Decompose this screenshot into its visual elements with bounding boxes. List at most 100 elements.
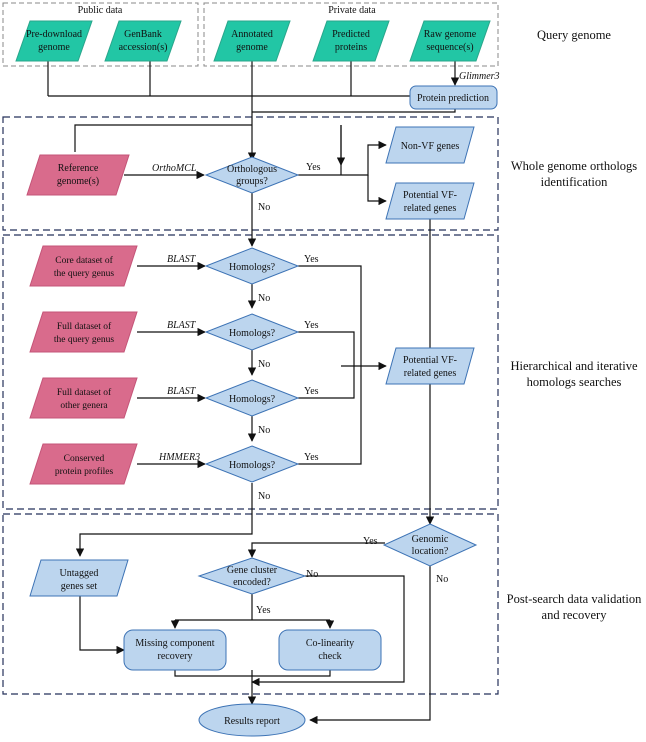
node-orthologous-groups: Orthologous groups? <box>204 156 300 194</box>
edge-label-no: No <box>258 202 270 213</box>
svg-text:Non-VF genes: Non-VF genes <box>401 141 460 152</box>
node-homologs-1: Homologs? <box>204 247 300 285</box>
tool-label-glimmer: Glimmer3 <box>459 71 500 82</box>
node-results-report: Results report <box>198 703 306 737</box>
svg-text:Untagged: Untagged <box>60 568 99 579</box>
node-genomic-location: Genomic location? <box>382 523 478 567</box>
svg-text:Reference: Reference <box>58 163 99 174</box>
svg-text:Annotated: Annotated <box>231 29 273 40</box>
section-title-whole-genome-line1: Whole genome orthologs <box>511 159 637 173</box>
svg-text:proteins: proteins <box>335 42 367 53</box>
tool-label-blast-3: BLAST <box>167 386 197 397</box>
hierarchical-section <box>2 234 499 510</box>
public-data-label: Public data <box>78 5 123 16</box>
edge-label-no: No <box>306 569 318 580</box>
svg-text:Full dataset of: Full dataset of <box>57 321 112 332</box>
svg-text:Pre-download: Pre-download <box>26 29 82 40</box>
svg-text:Core dataset of: Core dataset of <box>55 255 113 266</box>
node-colinearity-check: Co-linearity check <box>278 629 382 671</box>
svg-text:encoded?: encoded? <box>233 577 271 588</box>
section-title-hierarchical-line1: Hierarchical and iterative <box>510 359 637 373</box>
node-homologs-2: Homologs? <box>204 313 300 351</box>
svg-text:Raw genome: Raw genome <box>424 29 477 40</box>
edge-label-no: No <box>258 359 270 370</box>
svg-text:protein profiles: protein profiles <box>55 466 114 477</box>
node-conserved-protein-profiles: Conserved protein profiles <box>29 443 138 485</box>
whole-genome-section <box>2 116 499 231</box>
svg-text:genome: genome <box>38 42 70 53</box>
tool-label-hmmer: HMMER3 <box>158 452 200 463</box>
edge-label-yes: Yes <box>304 320 319 331</box>
edge-label-no: No <box>258 491 270 502</box>
svg-text:accession(s): accession(s) <box>119 42 168 53</box>
section-title-whole-genome-line2: identification <box>541 175 608 189</box>
svg-text:Orthologous: Orthologous <box>227 164 277 175</box>
svg-text:Results report: Results report <box>224 716 280 727</box>
node-gene-cluster-encoded: Gene cluster encoded? <box>197 557 307 595</box>
node-raw-genome-sequences: Raw genome sequence(s) <box>409 20 491 62</box>
svg-text:sequence(s): sequence(s) <box>426 42 473 53</box>
node-predicted-proteins: Predicted proteins <box>312 20 390 62</box>
node-genbank-accession: GenBank accession(s) <box>104 20 182 62</box>
svg-text:genome: genome <box>236 42 268 53</box>
svg-text:Predicted: Predicted <box>332 29 370 40</box>
node-potential-vf-genes-1: Potential VF- related genes <box>385 182 475 220</box>
svg-text:groups?: groups? <box>236 176 268 187</box>
svg-text:GenBank: GenBank <box>124 29 162 40</box>
edge-label-yes: Yes <box>304 386 319 397</box>
svg-text:Homologs?: Homologs? <box>229 460 276 471</box>
private-data-label: Private data <box>328 5 376 16</box>
node-non-vf-genes: Non-VF genes <box>385 126 475 164</box>
svg-text:Homologs?: Homologs? <box>229 262 276 273</box>
node-annotated-genome: Annotated genome <box>213 20 291 62</box>
section-title-post-search-line1: Post-search data validation <box>507 592 642 606</box>
edge-label-yes: Yes <box>304 254 319 265</box>
tool-label-blast-2: BLAST <box>167 320 197 331</box>
node-missing-component-recovery: Missing component recovery <box>123 629 227 671</box>
post-search-section <box>2 513 499 695</box>
node-protein-prediction: Protein prediction <box>409 85 498 110</box>
edge-label-no: No <box>436 574 448 585</box>
node-reference-genomes: Reference genome(s) <box>26 154 130 196</box>
node-homologs-4: Homologs? <box>204 445 300 483</box>
svg-text:Protein prediction: Protein prediction <box>417 93 489 104</box>
svg-text:related genes: related genes <box>404 368 457 379</box>
svg-text:location?: location? <box>412 546 449 557</box>
section-title-query-genome: Query genome <box>537 28 611 42</box>
node-untagged-genes-set: Untagged genes set <box>29 559 129 597</box>
svg-text:recovery: recovery <box>158 651 193 662</box>
edge-label-yes: Yes <box>256 605 271 616</box>
svg-text:Potential VF-: Potential VF- <box>403 190 457 201</box>
svg-text:check: check <box>318 651 341 662</box>
node-predownload-genome: Pre-download genome <box>15 20 93 62</box>
svg-text:Homologs?: Homologs? <box>229 328 276 339</box>
tool-label-blast-1: BLAST <box>167 254 197 265</box>
svg-text:Gene cluster: Gene cluster <box>227 565 278 576</box>
tool-label-orthomcl: OrthoMCL <box>152 163 197 174</box>
svg-text:related genes: related genes <box>404 203 457 214</box>
svg-text:genes set: genes set <box>61 581 98 592</box>
node-full-dataset-query-genus: Full dataset of the query genus <box>29 311 138 353</box>
edge-label-yes: Yes <box>304 452 319 463</box>
svg-text:the query genus: the query genus <box>54 335 114 345</box>
node-homologs-3: Homologs? <box>204 379 300 417</box>
node-core-dataset-query-genus: Core dataset of the query genus <box>29 245 138 287</box>
edge-label-yes: Yes <box>306 162 321 173</box>
edge-label-no: No <box>258 425 270 436</box>
node-full-dataset-other-genera: Full dataset of other genera <box>29 377 138 419</box>
public-data-box <box>2 2 199 67</box>
svg-text:Conserved: Conserved <box>64 454 105 464</box>
svg-text:Co-linearity: Co-linearity <box>306 638 354 649</box>
edge-label-yes: Yes <box>363 536 378 547</box>
section-title-post-search-line2: and recovery <box>542 608 608 622</box>
section-title-hierarchical-line2: homologs searches <box>527 375 622 389</box>
svg-text:other genera: other genera <box>60 401 108 411</box>
edge-label-no: No <box>258 293 270 304</box>
svg-text:Genomic: Genomic <box>412 534 449 545</box>
node-potential-vf-genes-2: Potential VF- related genes <box>385 347 475 385</box>
svg-text:Potential VF-: Potential VF- <box>403 355 457 366</box>
svg-text:Missing component: Missing component <box>135 638 214 649</box>
svg-text:Full dataset of: Full dataset of <box>57 387 112 398</box>
svg-text:Homologs?: Homologs? <box>229 394 276 405</box>
